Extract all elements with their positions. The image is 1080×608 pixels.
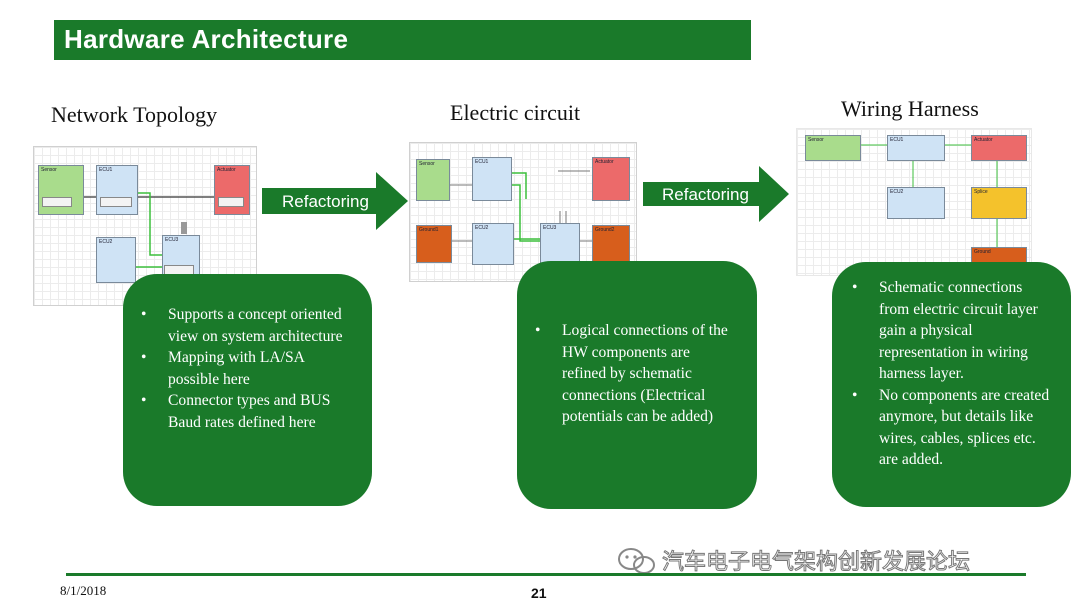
harness-actuator-node: Actuator [971, 135, 1027, 161]
heading-network-topology: Network Topology [51, 102, 218, 127]
heading-wiring-harness: Wiring Harness [841, 96, 979, 121]
network-topology-card: Supports a concept oriented view on syst… [123, 274, 372, 506]
circuit-ecu1-node: ECU1 [472, 157, 512, 201]
electric-circuit-links [448, 170, 592, 242]
page-title: Hardware Architecture [64, 24, 349, 54]
circuit-ecu2-node: ECU2 [472, 223, 514, 265]
footer-divider [66, 573, 1026, 576]
wiring-harness-card: Schematic connections from electric circ… [832, 262, 1071, 507]
page-number: 21 [531, 585, 547, 601]
harness-splice-node: Splice [971, 187, 1027, 219]
actuator-node: Actuator [214, 165, 250, 215]
actuator-port [218, 197, 244, 207]
harness-ecu1-node: ECU1 [887, 135, 945, 161]
heading-electric-circuit: Electric circuit [450, 100, 581, 125]
circuit-ground2-node: Ground2 [592, 225, 630, 263]
circuit-sensor-node: Sensor [416, 159, 450, 201]
network-topology-links [82, 192, 214, 268]
refactoring-arrow-2 [643, 166, 789, 222]
electric-circuit-diagram: Sensor ECU1 Actuator Ground1 ECU2 ECU3 G… [409, 142, 637, 282]
harness-sensor-node: Sensor [805, 135, 861, 161]
circuit-ground1-node: Ground1 [416, 225, 452, 263]
title-bar: Hardware Architecture [54, 20, 751, 60]
circuit-ecu3-node: ECU3 [540, 223, 580, 265]
electric-circuit-bullet-1: Logical connections of the HW components… [535, 320, 737, 428]
wiring-harness-diagram: Sensor ECU1 Actuator ECU2 Splice Ground [796, 128, 1032, 276]
sensor-node: Sensor [38, 165, 84, 215]
wiring-harness-bullet-1: Schematic connections from electric circ… [852, 277, 1052, 385]
wiring-harness-links [859, 144, 998, 247]
network-topology-bullet-1: Supports a concept oriented view on syst… [141, 304, 346, 347]
network-topology-bullet-3: Connector types and BUS Baud rates defin… [141, 390, 346, 433]
ecu1-node: ECU1 [96, 165, 138, 215]
ecu2-node: ECU2 [96, 237, 136, 283]
wiring-harness-bullet-2: No components are created anymore, but d… [852, 385, 1052, 471]
ecu1-port [100, 197, 132, 207]
sensor-port [42, 197, 72, 207]
circuit-actuator-node: Actuator [592, 157, 630, 201]
refactoring-arrow-1 [262, 172, 408, 230]
footer-date: 8/1/2018 [60, 583, 107, 598]
refactoring-label-1: Refactoring [282, 192, 369, 211]
watermark-text: 汽车电子电气架构创新发展论坛 [661, 550, 971, 576]
harness-ecu2-node: ECU2 [887, 187, 945, 219]
electric-circuit-card: Logical connections of the HW components… [517, 261, 757, 509]
wechat-icon [618, 548, 655, 574]
refactoring-label-2: Refactoring [662, 185, 749, 204]
network-topology-bullet-2: Mapping with LA/SA possible here [141, 347, 346, 390]
